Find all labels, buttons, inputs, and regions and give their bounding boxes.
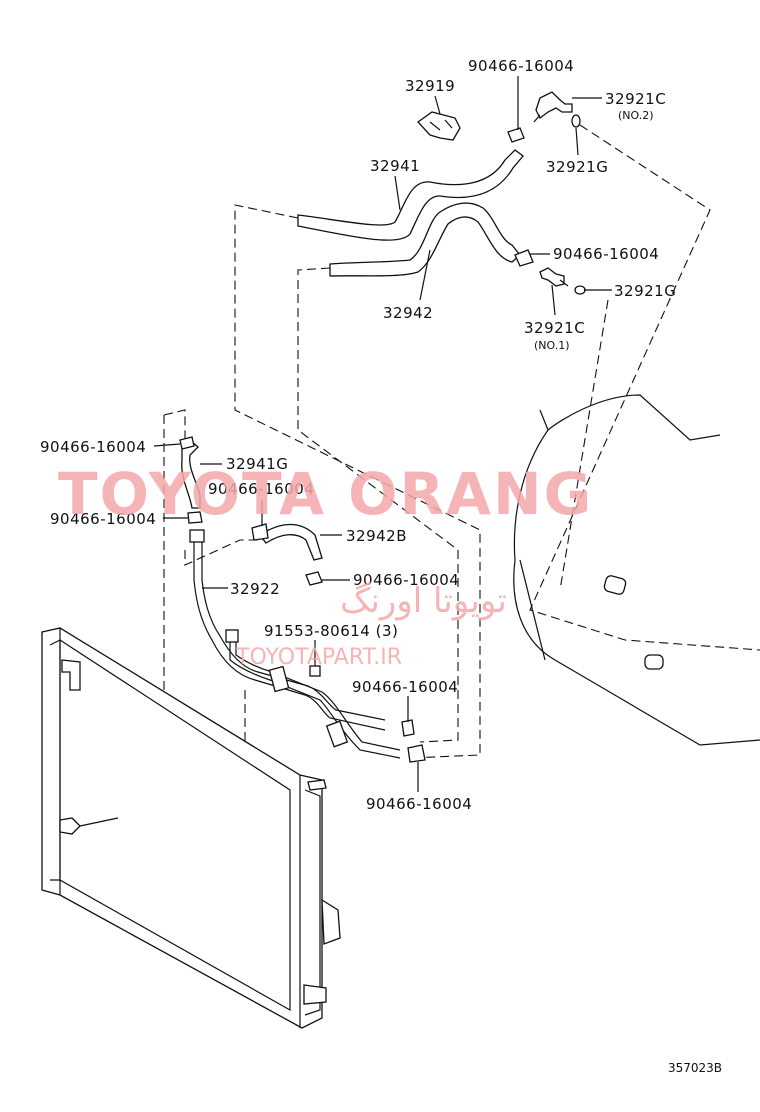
label-90466-low1: 90466-16004 [352, 678, 458, 696]
label-90466-low2: 90466-16004 [366, 795, 472, 813]
watermark-main: TOYOTA ORANG [58, 460, 593, 528]
union-32921c-no1 [539, 267, 569, 287]
hose-32942 [329, 202, 521, 277]
clip-right [305, 571, 323, 586]
label-90466-right: 90466-16004 [353, 571, 459, 589]
label-32941: 32941 [370, 157, 420, 175]
label-90466-left1: 90466-16004 [40, 438, 146, 456]
radiator [41, 627, 341, 1029]
label-91553: 91553-80614 (3) [264, 622, 398, 640]
label-no1: (NO.1) [534, 339, 570, 352]
watermark-persian: تویوتا اورنگ [340, 581, 507, 621]
clip-low2 [407, 744, 426, 763]
label-32921g-top: 32921G [546, 158, 608, 176]
oring-right [574, 285, 586, 295]
clip-top [507, 127, 525, 143]
bolt-91553 [309, 654, 321, 677]
label-90466-left2: 90466-16004 [50, 510, 156, 528]
diagram-id: 357023B [668, 1061, 722, 1075]
label-32921c-no1: 32921C [524, 319, 585, 337]
hose-32941 [297, 149, 524, 241]
label-32922: 32922 [230, 580, 280, 598]
hose-32942b [259, 523, 323, 561]
clip-center [251, 523, 269, 541]
label-90466-top: 90466-16004 [468, 57, 574, 75]
clip-low1 [401, 719, 415, 737]
watermark: TOYOTA ORANG تویوتا اورنگ TOYOTAPART.IR [58, 460, 593, 670]
label-32919: 32919 [405, 77, 455, 95]
label-32921g-right: 32921G [614, 282, 676, 300]
label-32942: 32942 [383, 304, 433, 322]
watermark-url: TOYOTAPART.IR [235, 645, 402, 670]
clamp-32919 [417, 111, 461, 141]
label-32941g: 32941G [226, 455, 288, 473]
part-labels: 32919 90466-16004 32921C (NO.2) 32941 32… [40, 57, 676, 813]
label-32921c-no2: 32921C [605, 90, 666, 108]
leader-lines [153, 76, 612, 792]
label-32942b: 32942B [346, 527, 407, 545]
oring-top [571, 114, 581, 128]
label-90466-center: 90466-16004 [208, 480, 314, 498]
pipe-32922 [189, 529, 401, 759]
clip-left1 [179, 436, 195, 450]
label-no2: (NO.2) [618, 109, 654, 122]
label-90466-mid: 90466-16004 [553, 245, 659, 263]
clip-mid [514, 249, 534, 267]
transmission-housing [513, 394, 760, 746]
hose-32941g [181, 439, 201, 509]
clip-left2 [187, 511, 203, 524]
union-32921c-no2 [533, 91, 573, 123]
